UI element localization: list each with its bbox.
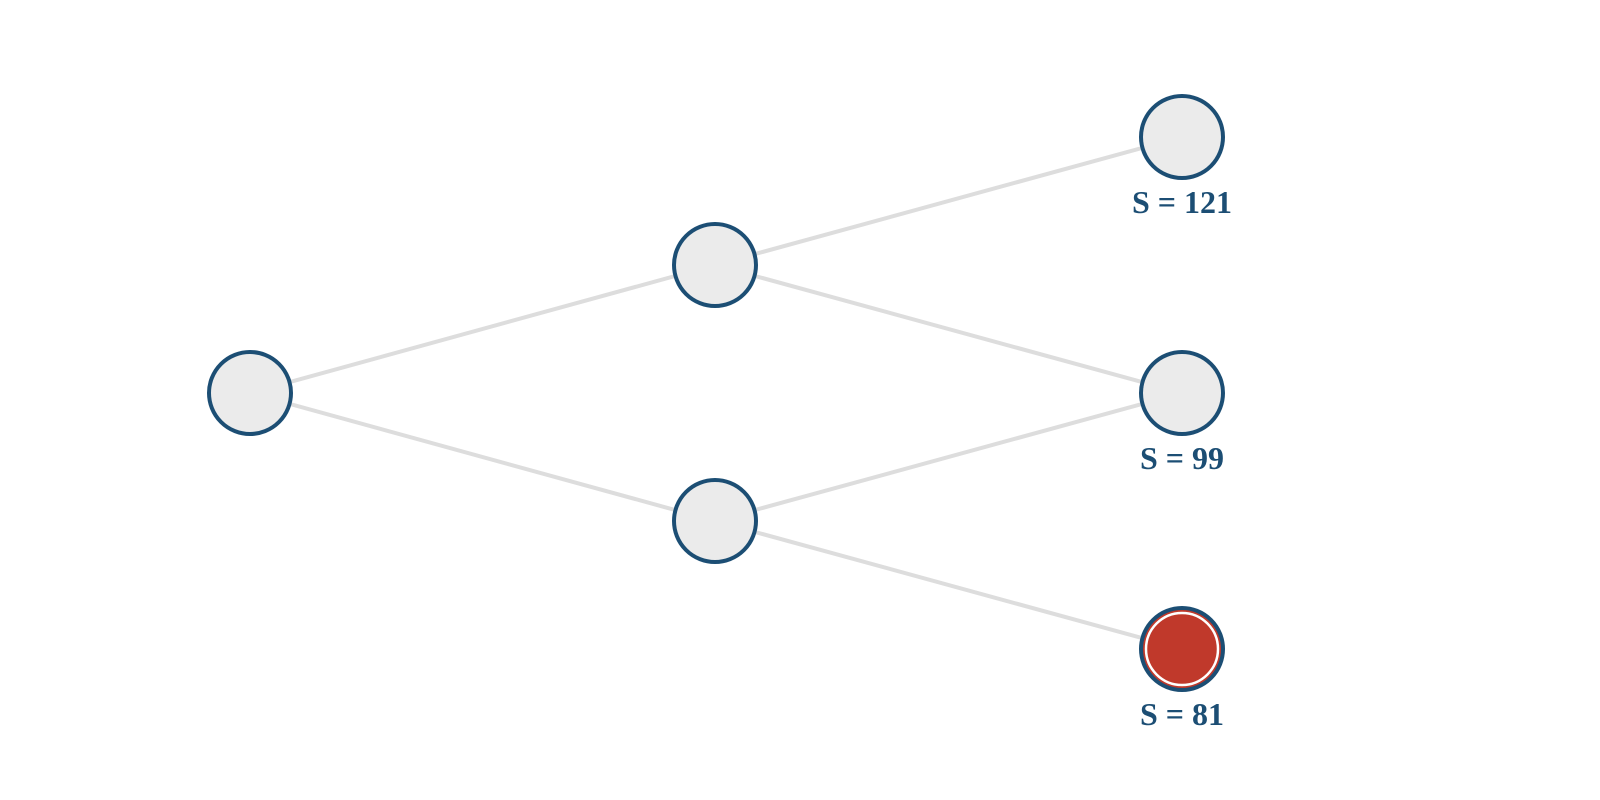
edge-up-to-up-down	[713, 263, 1184, 395]
node-label-up-down: S = 99	[1140, 440, 1224, 476]
node-circle	[1139, 350, 1225, 436]
node-down-down	[1139, 606, 1225, 692]
edge-down-to-down-down	[713, 519, 1184, 651]
edge-root-to-up	[248, 263, 717, 395]
node-up-up	[1139, 94, 1225, 180]
node-up	[672, 222, 758, 308]
node-circle-highlighted	[1139, 606, 1225, 692]
node-label-up-up: S = 121	[1132, 184, 1232, 220]
edge-root-to-down	[248, 391, 717, 523]
node-circle	[207, 350, 293, 436]
node-down	[672, 478, 758, 564]
node-circle	[1139, 94, 1225, 180]
edge-up-to-up-up	[713, 135, 1184, 267]
edge-down-to-up-down	[713, 391, 1184, 523]
node-circle	[672, 478, 758, 564]
node-circle	[672, 222, 758, 308]
node-inner-ring	[1144, 611, 1220, 687]
node-label-down-down: S = 81	[1140, 696, 1224, 732]
node-root	[207, 350, 293, 436]
nodes-layer	[207, 94, 1225, 692]
node-up-down	[1139, 350, 1225, 436]
labels-layer: S = 121 S = 99 S = 81	[1132, 184, 1232, 732]
edges-layer	[248, 135, 1184, 651]
